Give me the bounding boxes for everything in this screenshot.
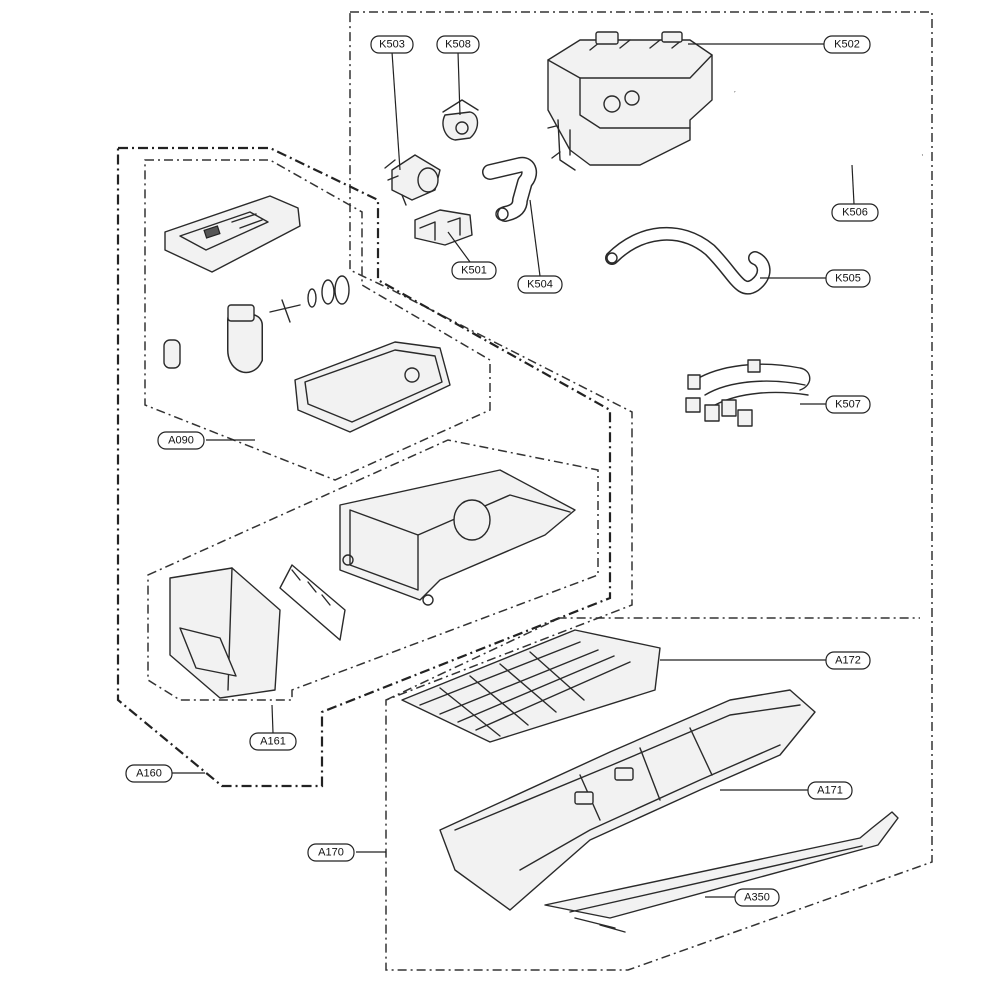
group-boundary-a161 xyxy=(147,439,599,701)
callout-a170-text: A170 xyxy=(318,847,344,859)
part-dispenser-lid xyxy=(164,195,301,273)
callout-a172: A172 xyxy=(825,651,871,670)
callout-k503-text: K503 xyxy=(379,39,405,51)
callout-k506-text: K506 xyxy=(842,207,868,219)
part-k502-housing xyxy=(547,31,713,171)
part-small-rings xyxy=(163,275,350,369)
part-a172-grill xyxy=(401,629,661,743)
callout-k504: K504 xyxy=(517,275,563,294)
callout-k501: K501 xyxy=(451,261,497,280)
part-k503-valve xyxy=(384,154,441,206)
part-k505-hose xyxy=(605,226,771,295)
part-dispenser-drawer xyxy=(339,469,576,606)
callout-k502-text: K502 xyxy=(834,39,860,51)
callout-k506: K506 xyxy=(831,203,879,222)
group-boundary-a170 xyxy=(385,617,920,701)
callout-a172-text: A172 xyxy=(835,655,861,667)
part-k508-clamp xyxy=(442,99,479,141)
part-k501-bracket xyxy=(414,209,473,246)
callout-a170: A170 xyxy=(307,843,355,862)
callout-a160: A160 xyxy=(125,764,173,783)
callout-k508: K508 xyxy=(436,35,480,54)
callout-a171: A171 xyxy=(807,781,853,800)
part-k507-harness xyxy=(685,359,811,427)
callout-a171-text: A171 xyxy=(817,785,843,797)
part-drawer-handle xyxy=(169,567,281,699)
group-boundary-a090 xyxy=(144,159,491,481)
callout-a161-text: A161 xyxy=(260,736,286,748)
part-k504-elbow xyxy=(482,156,538,222)
part-siphon-tube xyxy=(227,304,263,374)
callout-k505: K505 xyxy=(825,269,871,288)
callout-k502: K502 xyxy=(823,35,871,54)
part-a171-housing xyxy=(439,689,816,911)
callout-k508-text: K508 xyxy=(445,39,471,51)
callout-a350-text: A350 xyxy=(744,892,770,904)
callout-a090-text: A090 xyxy=(168,435,194,447)
callout-a161: A161 xyxy=(249,732,297,751)
part-k506-hose xyxy=(732,89,923,159)
part-drawer-bracket xyxy=(279,564,346,641)
callout-k504-text: K504 xyxy=(527,279,553,291)
callout-a350: A350 xyxy=(734,888,780,907)
callout-k507: K507 xyxy=(825,395,871,414)
callout-k505-text: K505 xyxy=(835,273,861,285)
part-a350-rail xyxy=(544,811,899,933)
leader-lines xyxy=(172,43,855,898)
group-boundary-a160 xyxy=(116,146,612,788)
callout-k503: K503 xyxy=(370,35,414,54)
callout-k507-text: K507 xyxy=(835,399,861,411)
part-detergent-tray xyxy=(294,341,451,433)
callout-a090: A090 xyxy=(157,431,205,450)
callout-k501-text: K501 xyxy=(461,265,487,277)
callout-a160-text: A160 xyxy=(136,768,162,780)
